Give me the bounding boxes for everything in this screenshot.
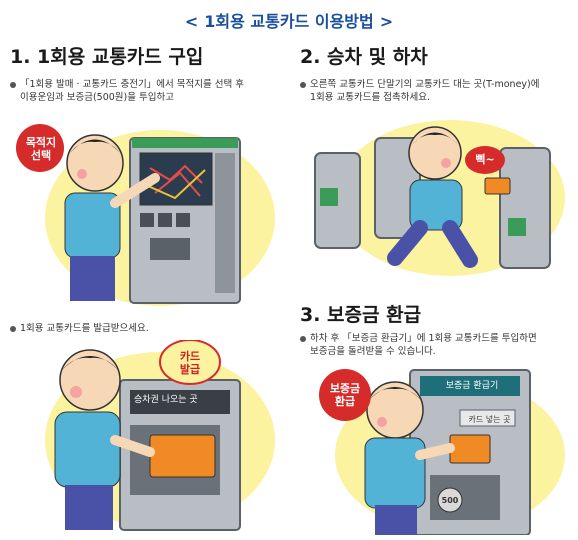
person-shirt [54,411,121,488]
step1b-desc-line1: 1회용 교통카드를 발급받으세요. [20,323,149,334]
person-arm [110,173,160,208]
step1b-illustration [45,340,275,531]
dispenser-label-plate [130,390,230,414]
step2-desc-line2: 1회용 교통카드를 접촉하세요. [310,92,430,103]
page-title: <1회용 교통카드 이용방법 > [0,8,578,32]
step2-illustration [314,120,565,276]
bullet-icon [10,325,16,332]
person-cheek [377,417,387,427]
transit-card [484,177,511,195]
person-hair [62,356,118,370]
person-arm [110,435,155,457]
dispenser-label: 승차권 나오는 곳 [134,395,198,405]
person-cheek [77,169,87,179]
speech-bubble [319,369,371,421]
step3-desc-line1: 하차 후 「보증금 환급기」에 1회용 교통카드를 투입하면 [310,333,537,344]
step2-description: 오른쪽 교통카드 단말기의 교통카드 대는 곳(T-money)에 1회용 교통… [300,78,540,104]
machine-button [140,213,154,227]
left-arrow-icon: < [184,12,199,31]
machine-slot [150,238,190,260]
inserted-card [449,434,491,464]
refund-machine-header [420,376,520,396]
title-text: 1회용 교통카드 이용방법 [204,12,374,31]
person-cheek [70,386,82,398]
person-pants [375,505,417,535]
person-shirt [364,437,426,509]
gate-arrow-indicator [320,188,338,206]
person-pants [65,485,113,530]
refund-machine-label: 보증금 환급기 [445,381,499,391]
step3-illustration [319,369,565,535]
step3-desc-line2: 보증금을 돌려받을 수 있습니다. [310,346,436,357]
machine-side [215,153,235,293]
person-legs [387,220,478,268]
fare-gate-right [499,147,551,269]
speech-bubble [16,124,64,172]
machine-button [158,213,172,227]
person-head [66,134,124,192]
machine-button [176,213,190,227]
bullet-icon [10,81,16,88]
step1-description: 「1회용 발매 · 교통카드 충전기」에서 목적지를 선택 후 이용운임과 보증… [10,78,244,104]
person-hair [369,387,421,400]
coin-500-icon [437,487,463,513]
person-pants [70,256,115,301]
bullet-icon [300,81,306,88]
route-map-lines [149,164,203,197]
step3-description: 하차 후 「보증금 환급기」에 1회용 교통카드를 투입하면 보증금을 돌려받을… [300,332,537,358]
route-map-lines-2 [147,169,206,200]
right-arrow-icon: > [379,12,394,31]
person-head [366,381,424,439]
step1-desc-line2: 이용운임과 보증금(500원)을 투입하고 [20,92,174,103]
card-slot-plate [459,409,516,427]
step2-bubble-text: 삑~ [475,153,495,166]
speech-bubble [465,146,505,174]
person-hair [412,132,458,145]
card-slot-label: 카드 넣는 곳 [468,415,511,424]
person-cheek [441,158,451,168]
step1-illustration [16,124,275,306]
step2-desc-line1: 오른쪽 교통카드 단말기의 교통카드 대는 곳(T-money)에 [310,79,540,90]
coin-label: 500 [441,496,459,505]
issued-card [149,434,216,478]
speech-bubble [159,340,221,385]
person-arm [415,443,455,460]
step1-desc-line1: 「1회용 발매 · 교통카드 충전기」에서 목적지를 선택 후 [20,79,245,90]
step1-heading: 1. 1회용 교통카드 구입 [10,46,204,68]
step3-heading: 3. 보증금 환급 [300,304,422,326]
person-head [59,349,121,411]
step1b-description: 1회용 교통카드를 발급받으세요. [10,322,149,335]
step2-heading: 2. 승차 및 하차 [300,46,428,68]
bullet-icon [300,335,306,342]
person-shirt [409,179,463,231]
machine-top-stripe [132,138,238,148]
person-hair [70,139,120,153]
gate-arrow-indicator [508,218,526,236]
